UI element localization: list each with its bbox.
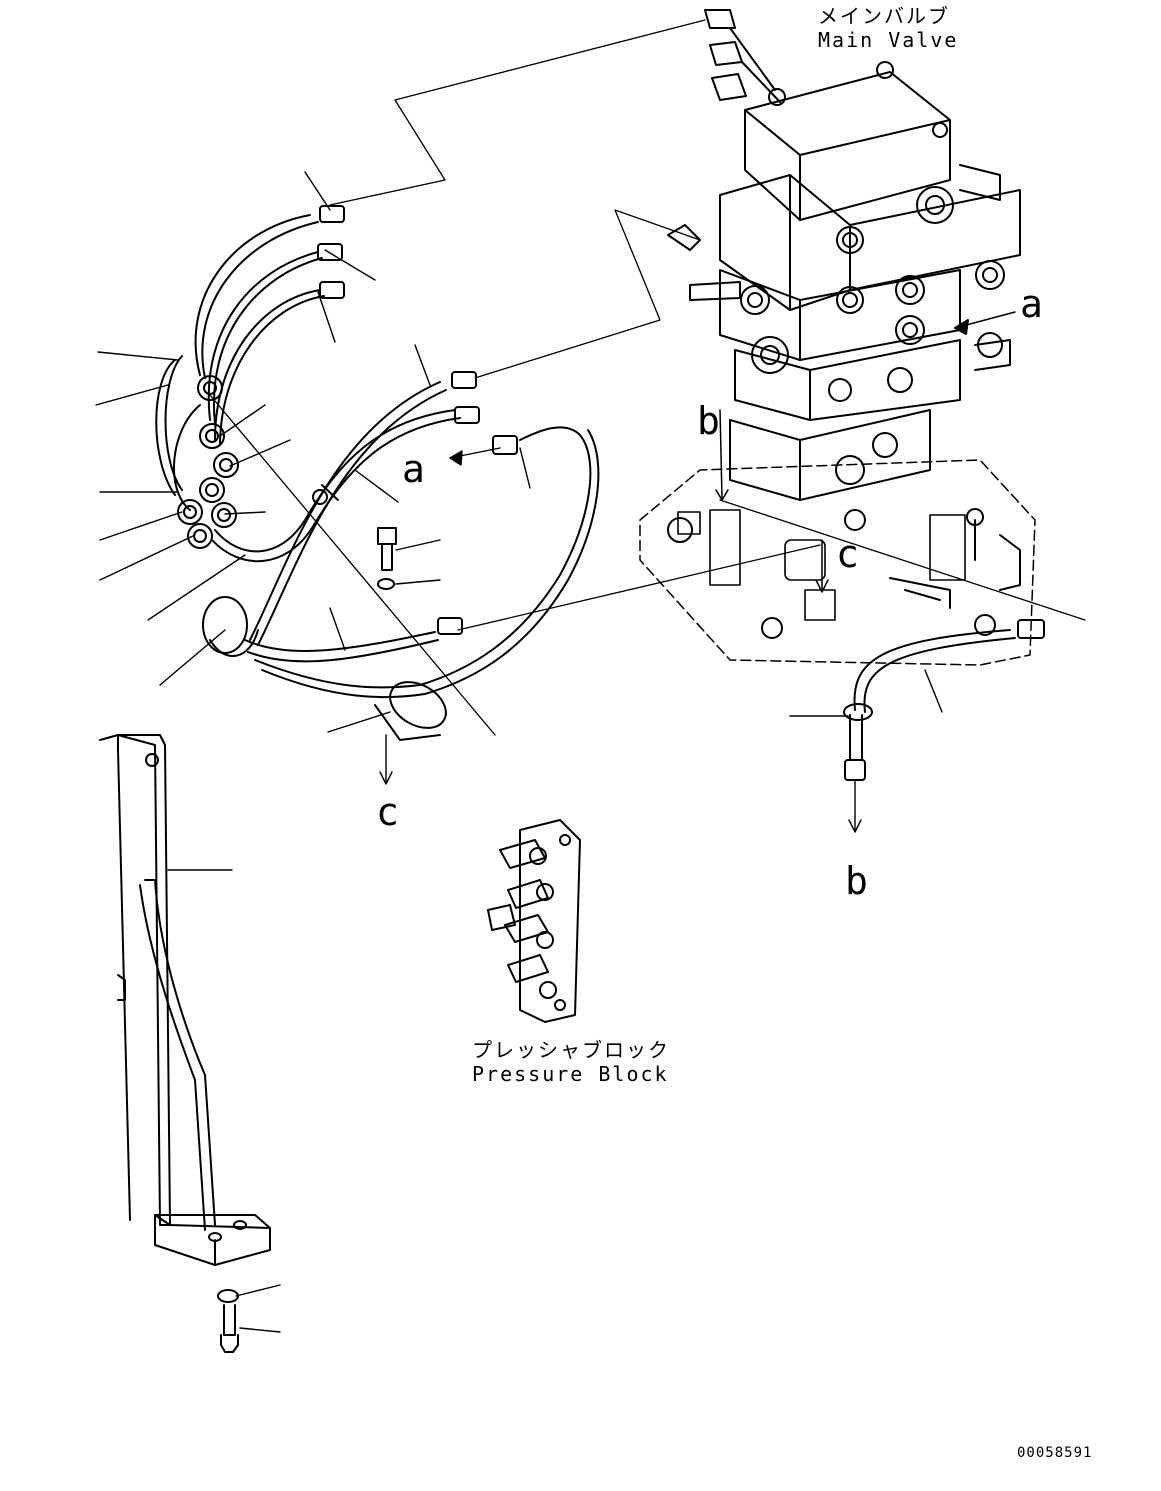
ref-a-valve: a [1020,282,1043,326]
hose-bundle [155,214,1016,761]
pressure-block-part [487,819,581,1023]
ref-c-clamp: c [376,790,399,834]
bracket [99,734,271,1353]
ref-b-hose: b [845,859,868,903]
hose-fittings [177,205,1045,781]
ref-c-valve: c [836,532,859,576]
pressure-block-label-ja: プレッシャブロック [472,1038,670,1062]
ref-b-valve: b [697,399,720,443]
leader-lines [95,171,943,1333]
hose-clamps [202,596,873,741]
pressure-block-label-en: Pressure Block [472,1062,669,1086]
bolt-and-washer-middle [377,527,397,590]
main-valve-label-ja: メインバルブ [818,4,950,28]
main-valve [639,9,1036,666]
drawing-number: 00058591 [1017,1445,1093,1461]
main-valve-label-en: Main Valve [818,28,959,52]
ref-a-hose: a [402,447,425,491]
